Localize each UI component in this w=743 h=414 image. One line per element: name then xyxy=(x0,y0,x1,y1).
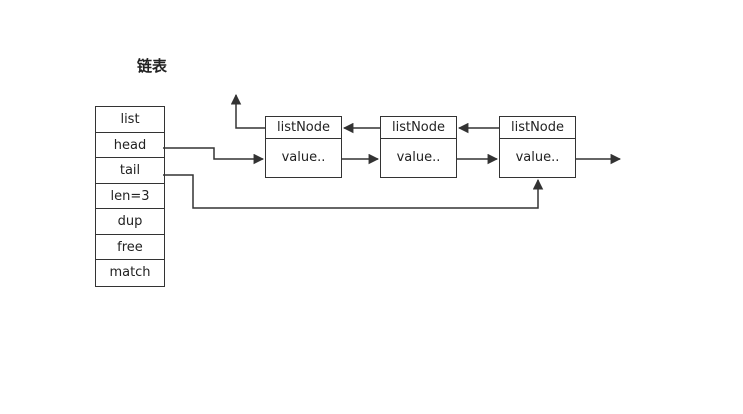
node1-prev-arrow xyxy=(230,93,265,129)
list-struct-field-free: free xyxy=(96,235,164,260)
list-struct-field-tail: tail xyxy=(96,158,164,184)
list-struct-field-len: len=3 xyxy=(96,184,164,209)
list-node-2: listNode value.. xyxy=(380,116,457,178)
list-node-2-name: listNode xyxy=(381,117,456,139)
list-struct-field-match: match xyxy=(109,265,151,280)
list-struct-field-head: head xyxy=(96,133,164,158)
diagram-title: 链表 xyxy=(137,57,168,75)
tail-pointer-arrow xyxy=(163,174,544,209)
list-node-1-value: value.. xyxy=(281,150,326,165)
list-node-1-name: listNode xyxy=(266,117,341,139)
list-node-2-value: value.. xyxy=(396,150,441,165)
list-node-3-value: value.. xyxy=(515,150,560,165)
list-node-3-name: listNode xyxy=(500,117,575,139)
list-node-1: listNode value.. xyxy=(265,116,342,178)
list-struct: list head tail len=3 dup free match xyxy=(95,106,165,287)
head-pointer-arrow xyxy=(163,147,265,165)
list-node-3: listNode value.. xyxy=(499,116,576,178)
list-struct-field-dup: dup xyxy=(96,209,164,235)
list-struct-field-list: list xyxy=(96,107,164,133)
